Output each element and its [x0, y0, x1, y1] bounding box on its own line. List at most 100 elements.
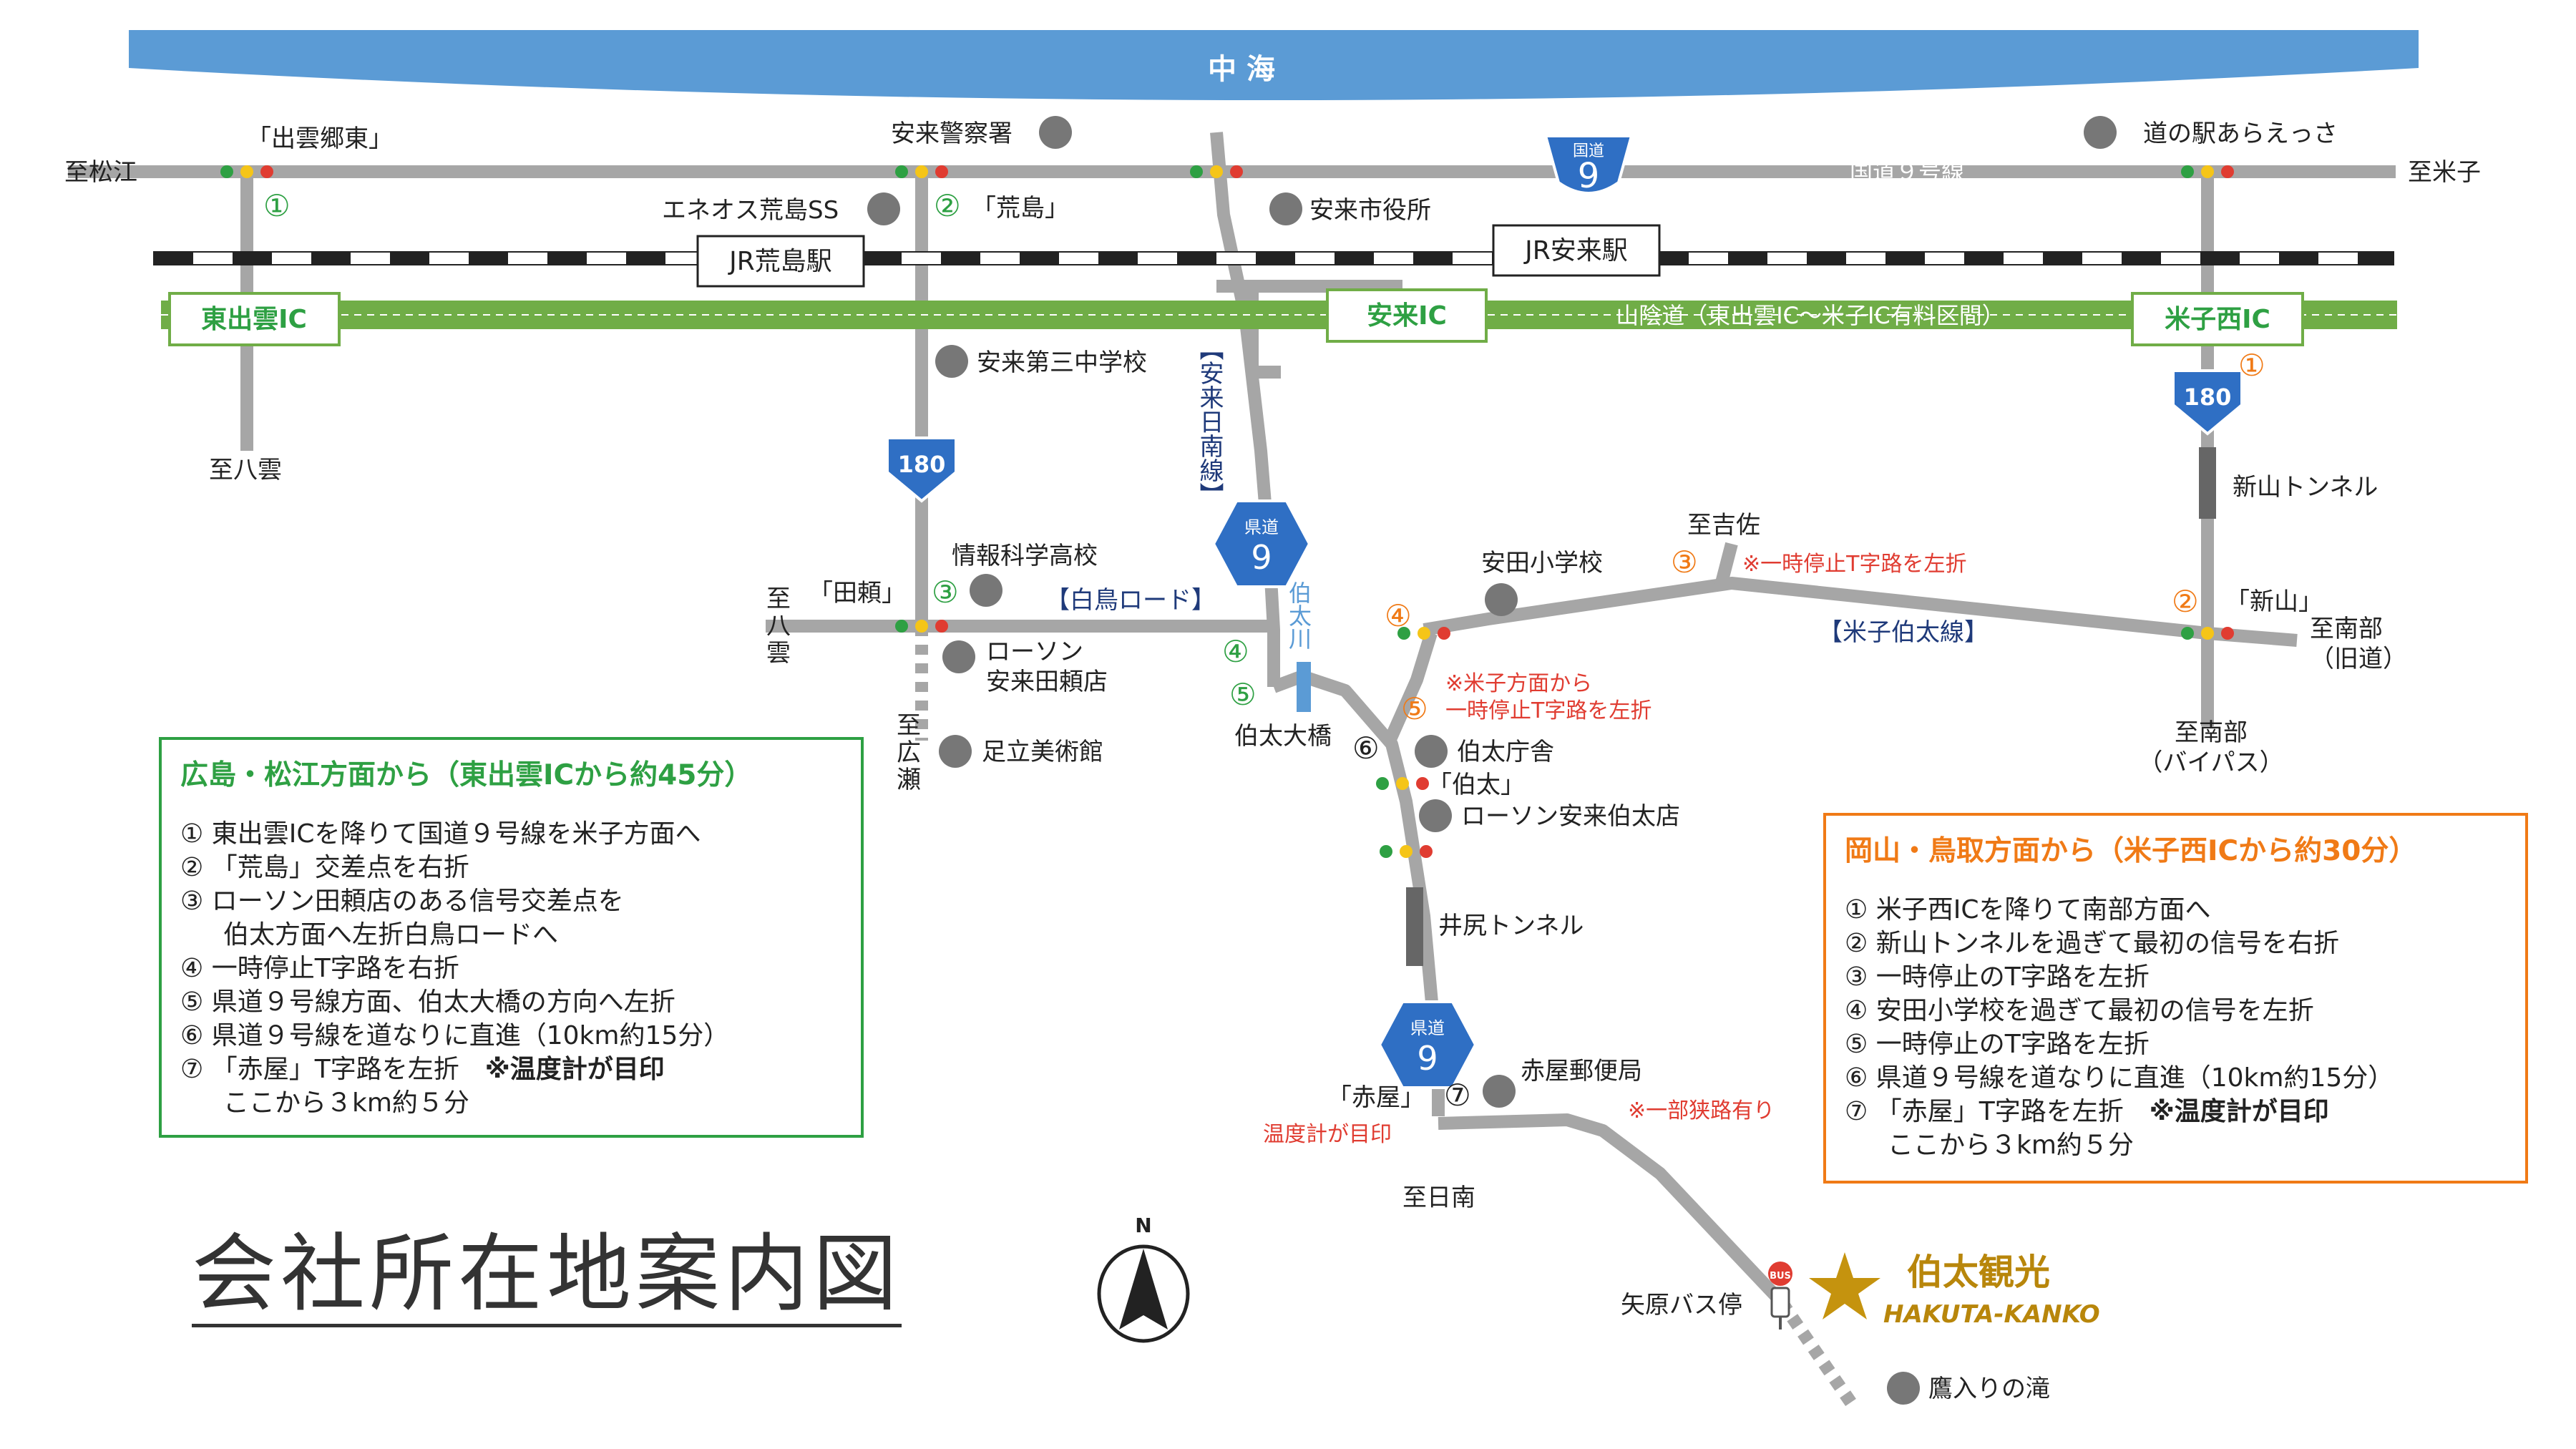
to-yakumo-v: 至八雲	[766, 585, 791, 668]
lm-ijiri-tunnel: 井尻トンネル	[1438, 912, 1584, 940]
guide-east-step: ② 新山トンネルを過ぎて最初の信号を右折	[1845, 929, 2339, 958]
lm-niiyama-tunnel: 新山トンネル	[2233, 473, 2378, 502]
yasugi-hinan-label: 【安来日南線】	[1195, 336, 1224, 507]
station-yasugi: JR安来駅	[1523, 236, 1628, 265]
shield-route180-a: 180	[886, 436, 957, 503]
tunnel-ijiri	[1406, 887, 1423, 966]
hakuta-bridge	[1297, 662, 1311, 712]
signal-izumogoto	[220, 165, 273, 178]
lm-taka-no-taki: 鷹入りの滝	[1928, 1375, 2050, 1403]
int-izumogoto: 「出雲郷東」	[247, 125, 393, 153]
yonago-hakuta-label: 【米子伯太線】	[1818, 618, 1989, 647]
sea-label: 中 海	[1208, 53, 1275, 86]
svg-text:9: 9	[1417, 1039, 1438, 1078]
int-niiyama: 「新山」	[2225, 587, 2323, 616]
lm-hakuta-office: 伯太庁舎	[1457, 738, 1554, 766]
mark-o4: ④	[1385, 598, 1412, 633]
signal-hakuta-south	[1380, 845, 1433, 858]
sanin-label: 山陰道（東出雲IC～米子IC有料区間）	[1616, 302, 2005, 329]
step-markers: ① ② ③ ④ ⑤ ① ② ③ ④ ⑤ ⑥ ⑦	[263, 188, 2265, 1113]
svg-text:N: N	[1135, 1214, 1151, 1237]
jr-railway	[153, 251, 2394, 265]
guide-west-step: ⑦ 「赤屋」T字路を左折 ※温度計が目印	[180, 1055, 665, 1084]
guide-east-step: ① 米子西ICを降りて南部方面へ	[1845, 895, 2211, 924]
landmark-dots	[867, 116, 2117, 1405]
int-tayori: 「田頼」	[809, 579, 906, 608]
note-narrow: ※一部狭路有り	[1628, 1098, 1775, 1123]
road-to-company	[1438, 1113, 1787, 1307]
lm-yahara-bus: 矢原バス停	[1621, 1291, 1742, 1319]
sea-area	[129, 30, 2419, 100]
guide-east-heading: 岡山・鳥取方面から（米子西ICから約30分）	[1845, 835, 2417, 867]
to-yonago: 至米子	[2408, 158, 2481, 187]
note-from-yonago: ※米子方面から一時停止T字路を左折	[1445, 671, 1652, 723]
guide-west-temp-note: ※温度計が目印	[484, 1055, 665, 1084]
road-taka-no-taki	[1776, 1298, 1859, 1410]
guide-west-step: ⑤ 県道９号線方面、伯太大橋の方向へ左折	[180, 987, 675, 1017]
guide-from-okayama-tottori: 岡山・鳥取方面から（米子西ICから約30分） ① 米子西ICを降りて南部方面へ …	[1823, 813, 2528, 1184]
lm-lawson-hakuta: ローソン安来伯太店	[1461, 802, 1680, 831]
ic-higashi-izumo: 東出雲IC	[201, 305, 307, 334]
guide-west-step: ③ ローソン田頼店のある信号交差点を	[180, 887, 624, 916]
landmark-labels: 安来警察署 道の駅あらえっさ エネオス荒島SS 安来市役所 安来第三中学校 情報…	[662, 119, 2378, 1403]
guide-east-step: ⑦ 「赤屋」T字路を左折 ※温度計が目印	[1845, 1097, 2329, 1126]
mark-o5: ⑤	[1401, 691, 1428, 726]
signal-yasuda	[1397, 627, 1450, 640]
lm-adachi-museum: 足立美術館	[982, 738, 1103, 766]
direction-labels: 至松江 至米子 至八雲 至八雲 至広瀬 至吉佐 至南部（旧道） 至南部（バイパス…	[64, 158, 2481, 1212]
station-arashima: JR荒島駅	[728, 247, 832, 276]
to-nichinan: 至日南	[1402, 1184, 1475, 1212]
svg-text:県道: 県道	[1410, 1018, 1445, 1038]
int-hakuta: 「伯太」	[1428, 771, 1525, 799]
tunnel-niiyama	[2199, 447, 2216, 519]
lm-yasuda-es: 安田小学校	[1481, 549, 1603, 577]
guide-west-step: ④ 一時停止T字路を右折	[180, 954, 459, 983]
mark-g4: ④	[1222, 634, 1249, 669]
svg-text:県道: 県道	[1244, 517, 1279, 537]
signal-niiyama	[2181, 627, 2234, 640]
yasugi-hinan-line	[1210, 132, 1280, 687]
svg-text:国道: 国道	[1573, 142, 1604, 160]
lm-lawson-tayori: ローソン安来田頼店	[986, 638, 1108, 696]
guide-east-step: ③ 一時停止のT字路を左折	[1845, 962, 2150, 992]
signal-tayori	[895, 620, 948, 633]
yonago-hakuta-line	[1423, 577, 2298, 647]
company-name-en: HAKUTA-KANKO	[1883, 1300, 2100, 1329]
signal-arashima	[895, 165, 948, 178]
lm-akaya-post: 赤屋郵便局	[1521, 1057, 1642, 1085]
guide-east-step: ⑤ 一時停止のT字路を左折	[1845, 1030, 2150, 1059]
lm-daisan-jhs: 安来第三中学校	[977, 348, 1147, 377]
company-star-icon	[1809, 1252, 1880, 1319]
lm-hakuta-bridge: 伯太大橋	[1234, 722, 1332, 751]
intersection-labels: 「出雲郷東」 「荒島」 「田頼」 「新山」 「伯太」 「赤屋」	[247, 125, 2323, 1112]
hakuta-river-label: 伯太川	[1285, 581, 1312, 650]
guide-west-heading: 広島・松江方面から（東出雲ICから約45分）	[180, 759, 753, 791]
to-nanbu-bypass: 至南部（バイパス）	[2138, 718, 2283, 777]
traffic-lights	[220, 165, 2234, 858]
shield-pref9-b: 県道 9	[1377, 1000, 1478, 1089]
note-stop-t: ※一時停止T字路を左折	[1742, 552, 1966, 577]
guide-west-step: ① 東出雲ICを降りて国道９号線を米子方面へ	[180, 819, 701, 849]
shield-pref9-a: 県道 9	[1211, 499, 1312, 588]
map-notes: 温度計が目印 ※一時停止T字路を左折 ※米子方面から一時停止T字路を左折 ※一部…	[1263, 552, 1966, 1147]
guide-west-step: 伯太方面へ左折白鳥ロードへ	[223, 920, 559, 950]
guide-east-step: ④ 安田小学校を過ぎて最初の信号を左折	[1845, 996, 2314, 1025]
to-hirose: 至広瀬	[897, 711, 921, 794]
mark-b7: ⑦	[1444, 1078, 1471, 1113]
svg-text:9: 9	[1578, 156, 1600, 196]
lm-michinoeki: 道の駅あらえっさ	[2143, 119, 2338, 148]
road-yoshisa	[1714, 542, 1738, 587]
svg-text:180: 180	[2184, 384, 2232, 411]
bus-stop-icon: BUS	[1768, 1262, 1792, 1330]
guide-west-step: ここから３km約５分	[223, 1088, 469, 1118]
guide-east-temp-note: ※温度計が目印	[2149, 1097, 2329, 1126]
ic-boxes: 東出雲IC 安来IC 米子西IC	[168, 288, 2304, 346]
mark-o1: ①	[2238, 348, 2265, 383]
mark-g2: ②	[934, 188, 961, 223]
national9-label: 国道９号線	[1850, 158, 1964, 185]
company-name-jp: 伯太観光	[1907, 1252, 2050, 1293]
mark-g1: ①	[263, 188, 291, 223]
lm-police: 安来警察署	[891, 119, 1013, 148]
north-arrow-icon: N	[1097, 1214, 1190, 1343]
